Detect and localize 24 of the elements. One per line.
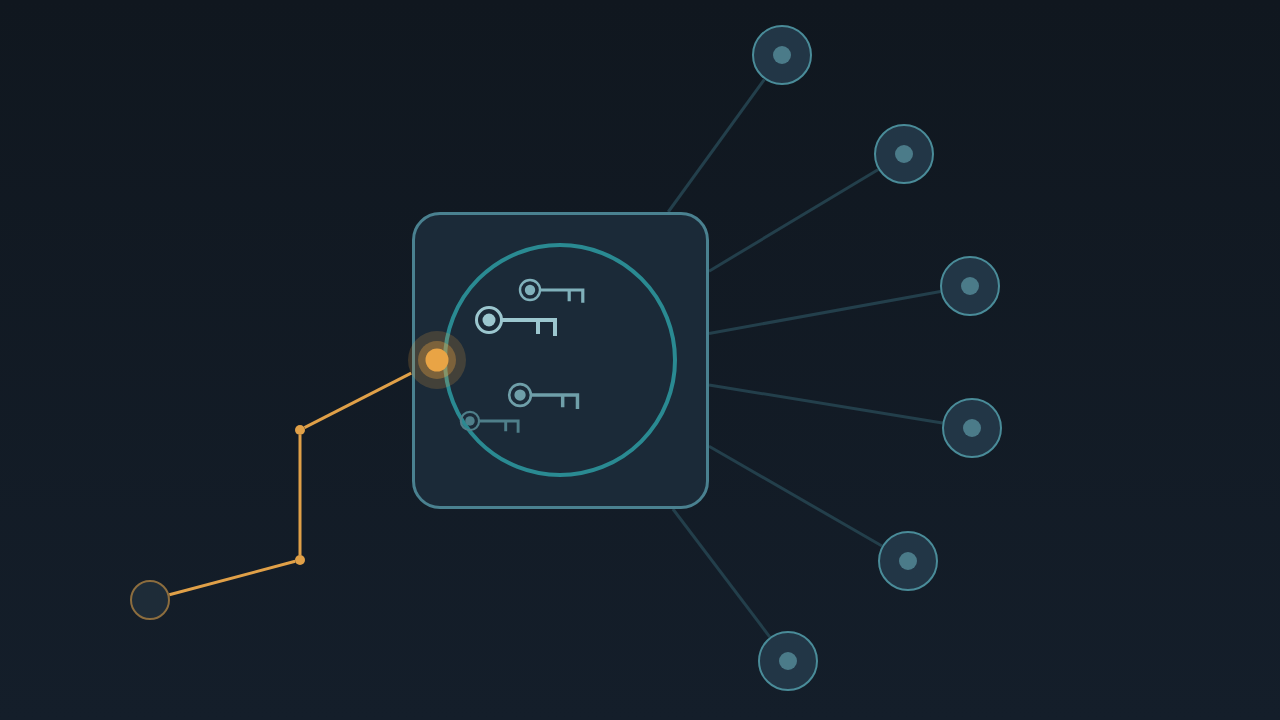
satellite-node (940, 256, 1000, 316)
connector-line (708, 383, 943, 425)
connector-line (708, 444, 883, 548)
joint-dot (295, 555, 305, 565)
satellite-node (942, 398, 1002, 458)
start-node (130, 580, 170, 620)
hub-panel (412, 212, 709, 509)
key-icon (518, 278, 585, 304)
key-icon (474, 305, 557, 337)
connector-line (708, 289, 941, 335)
joint-dot (295, 425, 305, 435)
connector-line (667, 78, 766, 213)
key-icon (459, 410, 520, 434)
satellite-node (752, 25, 812, 85)
satellite-node (758, 631, 818, 691)
connector-line (708, 168, 880, 273)
connector-line (303, 371, 412, 430)
satellite-node (878, 531, 938, 591)
connector-line (671, 508, 772, 638)
connector-line (298, 435, 302, 555)
key-icon (507, 382, 580, 410)
satellite-node (874, 124, 934, 184)
ring-outline (443, 243, 677, 477)
connector-line (168, 559, 296, 597)
